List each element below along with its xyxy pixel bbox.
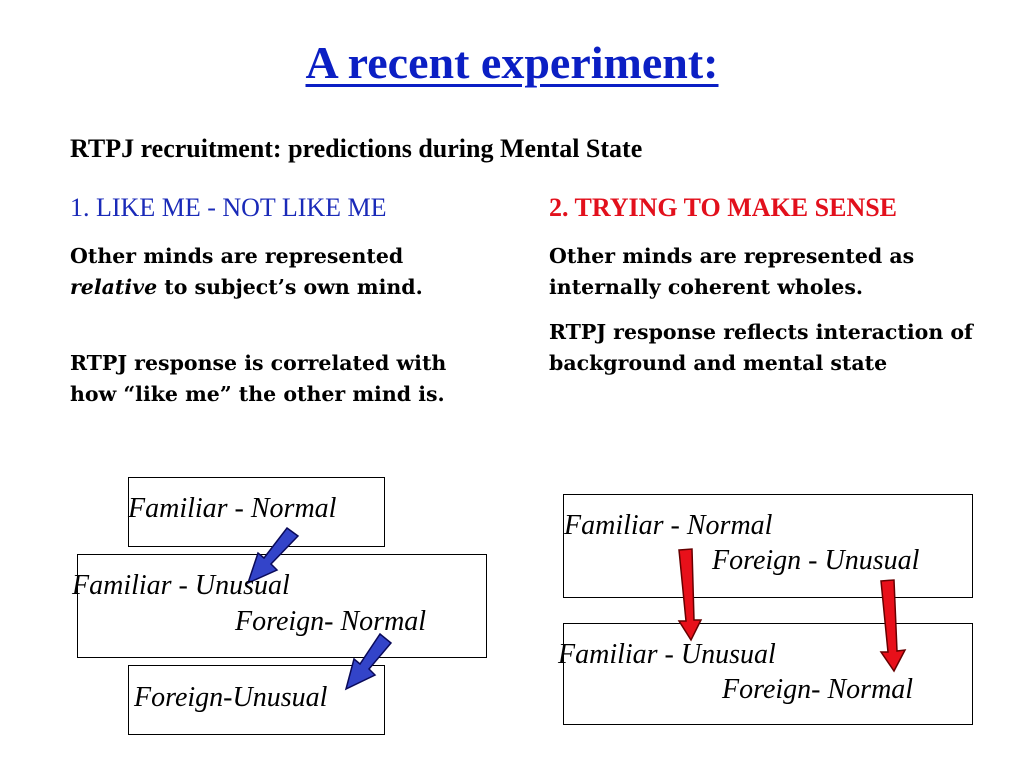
left-arrow-1-icon	[246, 526, 300, 585]
left-box-familiar-normal	[128, 477, 385, 547]
left-p1-emphasis: relative	[70, 275, 158, 299]
right-heading: 2. TRYING TO MAKE SENSE	[549, 193, 898, 222]
left-arrow-2-icon	[344, 632, 393, 691]
right-paragraph-1: Other minds are represented as internall…	[549, 244, 915, 299]
slide-title: A recent experiment:	[305, 37, 719, 88]
left-box2-line1: Familiar - Unusual	[72, 570, 290, 601]
left-paragraph-2: RTPJ response is correlated with how “li…	[70, 351, 447, 406]
left-p1-text-b: to subject’s own mind.	[157, 275, 423, 299]
left-box2-line2: Foreign- Normal	[235, 606, 427, 637]
right-box-top	[563, 494, 973, 598]
left-box1-text: Familiar - Normal	[128, 493, 337, 524]
right-box2-line2: Foreign- Normal	[722, 674, 914, 705]
right-box2-line1: Familiar - Unusual	[558, 639, 776, 670]
left-box-foreign-unusual	[128, 665, 385, 735]
left-p1-text-a: Other minds are represented	[70, 244, 404, 268]
right-paragraph-2: RTPJ response reflects interaction of ba…	[549, 320, 973, 375]
left-paragraph-1: Other minds are represented relative to …	[70, 241, 470, 303]
right-box1-line1: Familiar - Normal	[564, 510, 773, 541]
right-arrow-1-icon	[677, 548, 703, 642]
right-box-bottom	[563, 623, 973, 725]
left-heading: 1. LIKE ME - NOT LIKE ME	[70, 193, 387, 222]
slide-subtitle: RTPJ recruitment: predictions during Men…	[70, 134, 643, 163]
right-arrow-2-icon	[879, 579, 907, 673]
left-box-familiar-unusual	[77, 554, 487, 658]
right-box1-line2: Foreign - Unusual	[712, 545, 920, 576]
left-box3-text: Foreign-Unusual	[134, 682, 328, 713]
